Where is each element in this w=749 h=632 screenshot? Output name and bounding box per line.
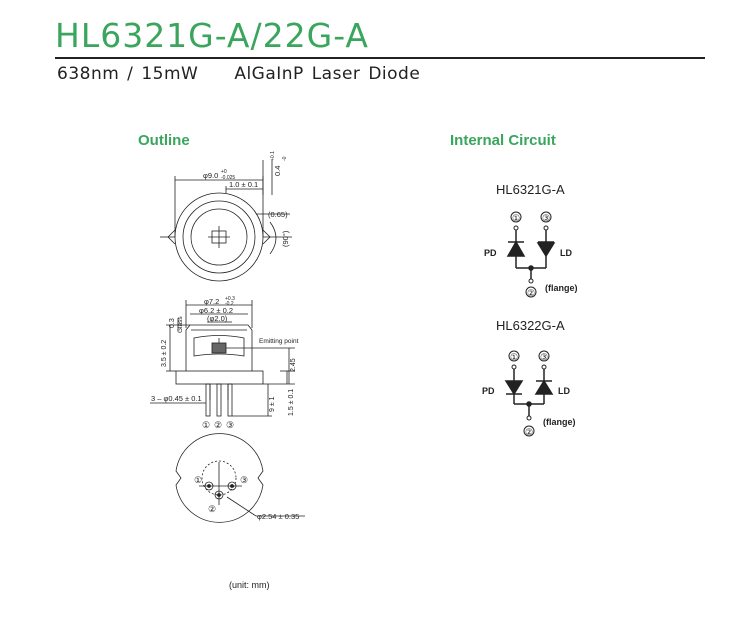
ld-diode-1 <box>536 242 556 258</box>
side-dim-leads: 3 – φ0.45 ± 0.1 <box>151 394 202 403</box>
side-dim-cap-diameter: φ7.2 <box>204 297 219 306</box>
lead-2 <box>216 383 222 417</box>
bottom-view <box>175 433 305 523</box>
circuit-2-pd-label: PD <box>482 386 495 396</box>
emitting-point-label: Emitting point <box>259 338 299 345</box>
page-title: HL6321G-A/22G-A <box>55 16 369 55</box>
top-view <box>160 160 292 282</box>
side-dim-flange: 1.5 ± 0.1 <box>288 389 295 416</box>
top-dim-angle: (90°) <box>281 230 290 247</box>
bottom-pin-label-1: ① <box>194 475 202 485</box>
circuit-2-ld-label: LD <box>558 386 570 396</box>
internal-circuit-heading: Internal Circuit <box>450 132 556 149</box>
circuit-1-pin-top-left: ① <box>512 213 520 223</box>
side-dim-emitting-height: 2.45 <box>290 358 297 372</box>
circuit-2-pin-top-right: ③ <box>540 352 548 362</box>
circuit-2-pin-top-left: ① <box>510 352 518 362</box>
side-dim-cap-tol-upper: +0.3 <box>225 296 235 302</box>
ld-diode-2 <box>534 379 554 395</box>
side-pin-label-3: ③ <box>226 420 234 430</box>
side-dim-window-diameter: φ6.2 ± 0.2 <box>199 306 233 315</box>
bottom-view-outline <box>175 433 264 523</box>
top-dim-diameter: φ9.0 <box>203 171 218 180</box>
product-subtitle: 638nm / 15mW AlGaInP Laser Diode <box>57 64 420 84</box>
circuit-1-flange-label: (flange) <box>545 283 578 293</box>
side-dim-cap-tol-lower: -0.2 <box>225 301 234 307</box>
top-dim-diameter-tol-upper: +0 <box>221 169 227 175</box>
title-divider <box>55 57 705 59</box>
circuit-2-model: HL6322G-A <box>496 318 565 333</box>
top-dim-notch: 0.4 <box>273 166 282 176</box>
circuit-1-pd-label: PD <box>484 248 497 258</box>
side-dim-glass-diameter: (φ2.0) <box>207 314 228 323</box>
top-dim-notch-tol-upper: +0.1 <box>270 151 276 161</box>
circuit-1-ld-label: LD <box>560 248 572 258</box>
circuit-1 <box>506 211 556 298</box>
top-view-window-circle <box>190 208 248 266</box>
bottom-dim-pitch: φ2.54 ± 0.35 <box>257 512 299 521</box>
pd-diode-2 <box>504 380 524 396</box>
spec-text: 638nm / 15mW <box>57 64 199 84</box>
side-dim-lead-length: 9 ± 1 <box>269 396 276 412</box>
outline-heading: Outline <box>138 132 190 149</box>
side-pin-label-1: ① <box>202 420 210 430</box>
circuit-1-pin-top-right: ③ <box>542 213 550 223</box>
side-pin-label-2: ② <box>214 420 222 430</box>
circuit-2-pin-bottom: ② <box>525 427 533 437</box>
side-glass-label: Glass <box>177 316 184 333</box>
side-dim-total-height: 3.5 ± 0.2 <box>161 340 168 367</box>
bottom-pin-label-3: ③ <box>240 475 248 485</box>
unit-note: (unit: mm) <box>229 580 270 590</box>
side-view <box>150 300 295 417</box>
circuit-1-model: HL6321G-A <box>496 182 565 197</box>
top-dim-notch-tol-lower: -0 <box>282 156 288 161</box>
circuit-2-flange-label: (flange) <box>543 417 576 427</box>
top-dim-offset: 1.0 ± 0.1 <box>229 180 258 189</box>
description-text: AlGaInP Laser Diode <box>234 64 421 84</box>
top-view-cap-circle <box>182 200 256 274</box>
top-dim-small: (0.65) <box>268 210 288 219</box>
top-dim-diameter-tol-lower: -0.025 <box>221 175 235 181</box>
bottom-pin-label-2: ② <box>208 504 216 514</box>
side-view-cap <box>185 324 253 371</box>
side-dim-glass-height: 0.3 <box>169 318 176 328</box>
circuit-2 <box>504 350 554 437</box>
pd-diode-1 <box>506 240 526 257</box>
circuit-1-pin-bottom: ② <box>527 288 535 298</box>
